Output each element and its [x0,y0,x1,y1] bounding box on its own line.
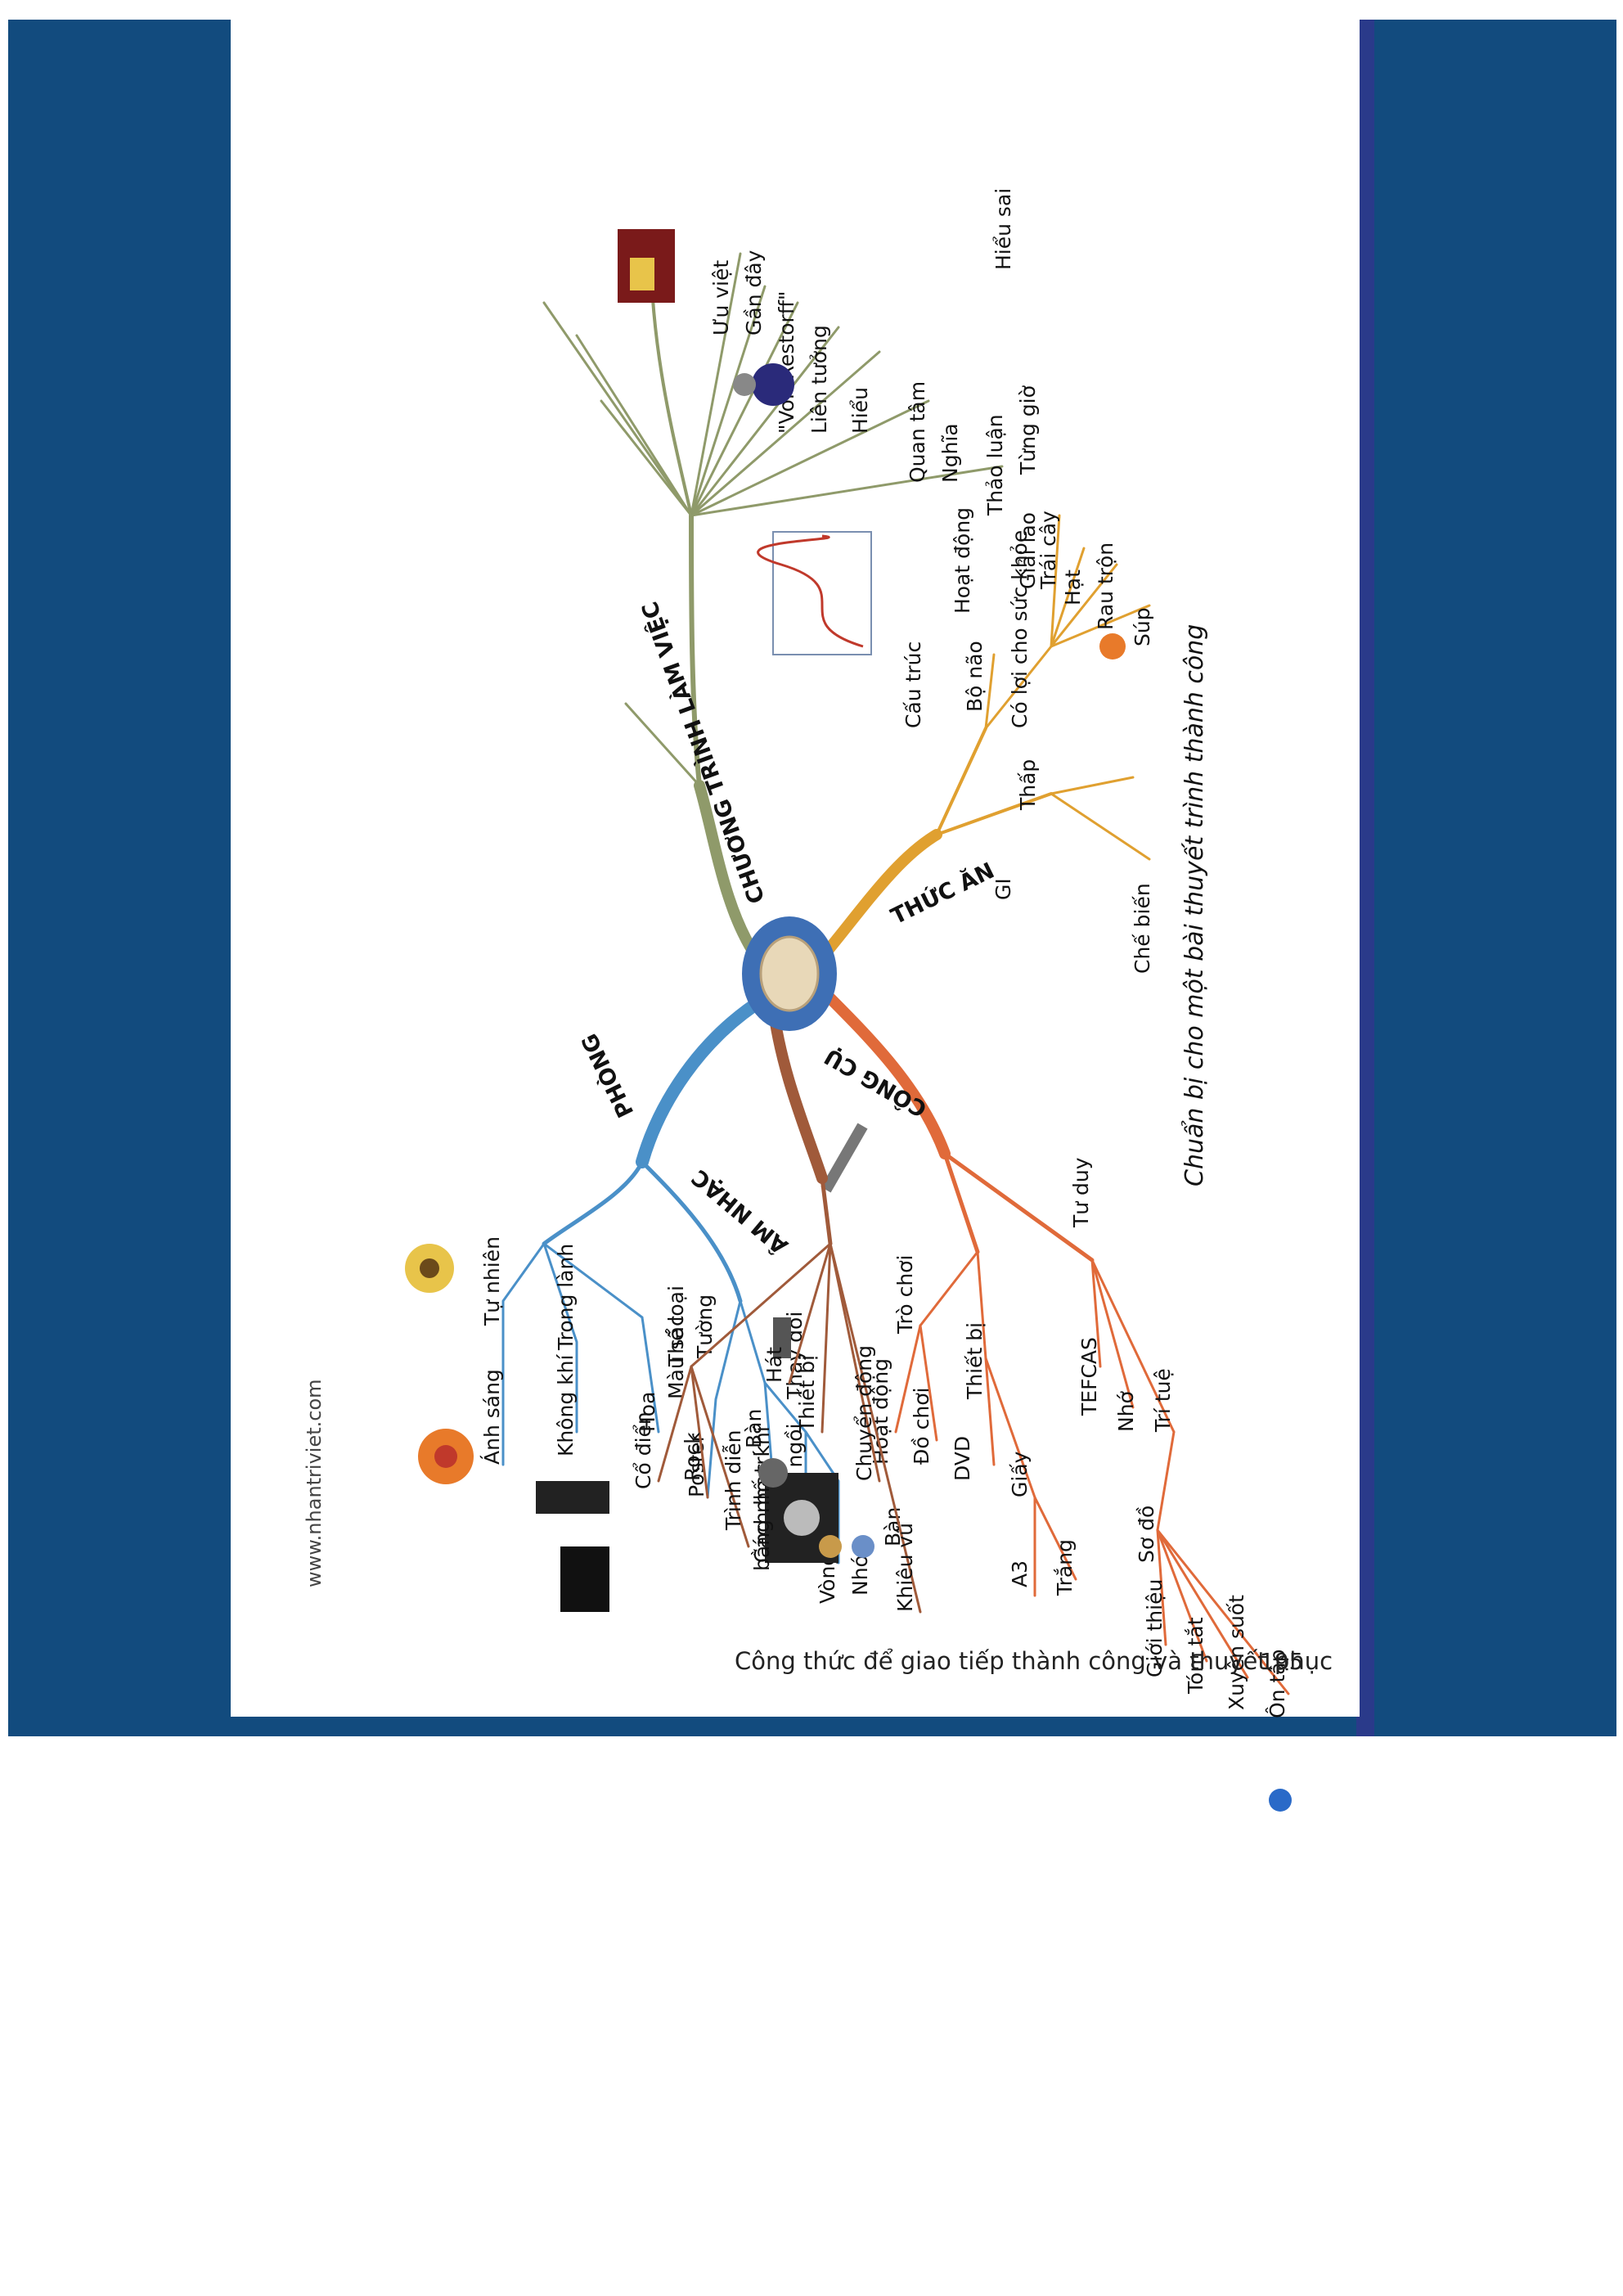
am-nhac-label: Cổ điển [632,1411,655,1489]
thuc-an-label: Rau trộn [1094,542,1117,630]
chuong-trinh-label: Nghĩa [938,423,962,483]
page-shadow [1356,20,1374,1736]
thuc-an-label: Thấp [1016,759,1040,811]
am-nhac-label: Trình diễn [722,1430,745,1532]
cong-cu-label: Sơ đồ [1135,1506,1158,1563]
am-nhac-label: Chuyển động [852,1345,876,1481]
mind-map: PHÒNG Tự nhiên Ánh sáng Không khí Trong … [405,188,1292,1812]
phong-label: Tường [693,1294,717,1359]
wrench-icon [820,1123,868,1193]
chart-icon [757,531,872,655]
branch-am-nhac [657,1001,922,1614]
chuong-trinh-label: Ưu việt [709,260,733,335]
phong-label: Ánh sáng [480,1369,504,1465]
painting-icon [618,229,675,303]
chuong-trinh-label: Từng giờ [1016,385,1040,475]
cong-cu-label: TEFCAS [1077,1337,1101,1416]
sun-flower-icon [405,1244,454,1293]
brain-icon [759,935,820,1012]
am-nhac-label: Khiêu vũ [893,1523,917,1612]
branch-cong-cu-labels: Trò chơi Hoạt động Đồ chơi DVD Thiết bị … [869,1157,1289,1718]
cong-cu-label: Ôn tập [1265,1650,1289,1718]
thuc-an-label: GI [991,878,1015,900]
phong-label: Trong lành [554,1244,578,1351]
chuong-trinh-label: Hiểu [848,387,872,434]
piano-icon [560,1546,609,1612]
thuc-an-label: Có lợi cho sức khỏe [1008,530,1032,728]
am-nhac-label: Thể loại [664,1285,688,1367]
chuong-trinh-label: Liên tưởng [807,325,831,434]
cong-cu-label: DVD [951,1436,974,1481]
heart-icon [1099,633,1126,660]
violinist-icon [536,1481,609,1514]
am-nhac-label: Hát [762,1347,786,1383]
chuong-trinh-label: Hiểu sai [991,188,1015,270]
chuong-trinh-label: Hoạt động [951,507,974,614]
am-nhac-label: bằng nhạc khí [750,1425,774,1571]
cong-cu-label: Trò chơi [893,1255,917,1335]
question-icon [1269,1789,1292,1812]
cong-cu-label: Giới thiệu [1143,1579,1167,1677]
book-page [231,20,1360,1717]
chuong-trinh-label: Quan tâm [906,381,929,483]
thuc-an-label: Súp [1131,607,1154,646]
cong-cu-label: Xuyên suốt [1225,1595,1248,1710]
chuong-trinh-label: Giải lao [1016,512,1040,589]
branch-am-nhac-labels: Thể loại Cổ điển Rock Trình diễn bằng nh… [632,1285,917,1612]
microphone-icon [758,1458,788,1488]
website-url: www.nhantriviet.com [303,1379,326,1587]
phong-label: Bàn [881,1507,905,1546]
chuong-trinh-label: "Von Restorff" [775,291,798,434]
dancers-icon [819,1535,874,1558]
branch-thuc-an-labels: Bộ não Có lợi cho sức khỏe Trái cây Hạt … [963,511,1154,974]
thinker-icon [733,363,794,406]
cong-cu-label: Giấy [1008,1451,1032,1497]
chairs-icon [773,1317,791,1358]
am-nhac-label: Thiết bị [795,1355,819,1433]
branch-chuong-trinh-labels: Ưu việt Gần đây "Von Restorff" Liên tưởn… [709,188,1040,728]
cong-cu-label: Trí tuệ [1151,1368,1175,1433]
center-node [742,916,837,1031]
thuc-an-label: Trái cây [1036,511,1060,590]
chuong-trinh-label: Thảo luận [983,414,1007,516]
page-number: 195 [1260,1648,1303,1675]
cong-cu-label: Trắng [1053,1539,1077,1596]
cong-cu-label: Thiết bị [963,1322,987,1400]
thuc-an-label: Chế biến [1131,883,1154,974]
phong-label: Không khí [554,1353,578,1456]
mindmap-caption: Chuẩn bị cho một bài thuyết trình thành … [1180,624,1209,1186]
phong-label: Hoa [636,1392,659,1432]
cong-cu-label: Tư duy [1069,1157,1093,1228]
branch-thuc-an [816,514,1151,963]
am-nhac-label: Rock [681,1432,704,1481]
thuc-an-label: Hạt [1061,569,1085,606]
cong-cu-label: Tóm tắt [1184,1617,1207,1695]
phong-label: Tự nhiên [480,1236,504,1326]
chuong-trinh-label: Cấu trúc [901,642,925,728]
cong-cu-label: Nhớ [1114,1390,1138,1432]
cong-cu-label: Đồ chơi [910,1388,933,1465]
phong-label: Bàn [742,1409,766,1448]
branch-cong-cu [816,984,1290,1695]
footer-title: Công thức để giao tiếp thành công và thu… [735,1647,1333,1675]
thuc-an-label: Bộ não [963,641,987,712]
chuong-trinh-label: Gần đây [742,250,766,335]
phong-label: Màu sắc [664,1315,688,1399]
laptop-icon [765,1473,838,1563]
flower-icon [418,1429,474,1484]
cong-cu-label: A3 [1008,1560,1032,1587]
